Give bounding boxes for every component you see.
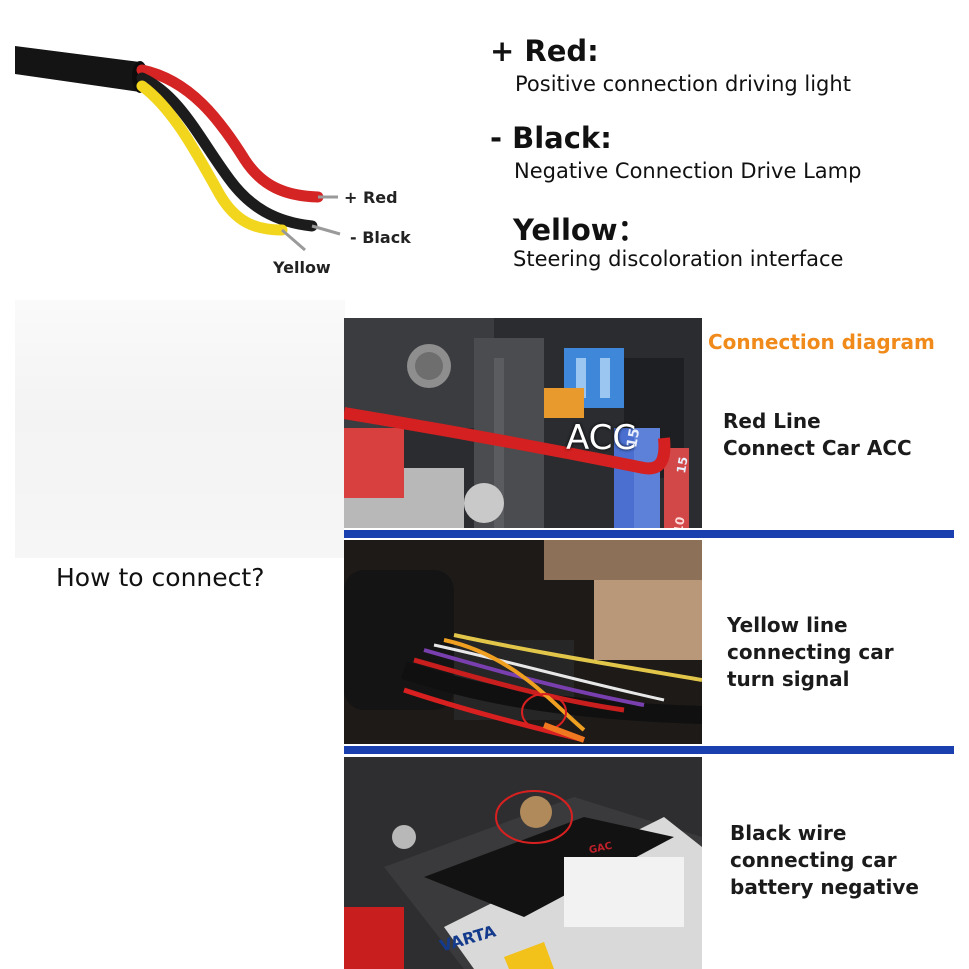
instruction-line: connecting car <box>727 640 894 664</box>
yellow-wire <box>136 80 288 236</box>
yellow-legend-title: Yellow： <box>513 213 647 247</box>
black-wire-instruction: Black wire connecting car battery negati… <box>730 820 919 901</box>
battery-illustration <box>344 757 702 969</box>
black-legend-description: Negative Connection Drive Lamp <box>514 159 862 183</box>
fuse-rating-label: 15 <box>674 455 691 475</box>
yellow-legend-description: Steering discoloration interface <box>513 247 844 271</box>
cable-jacket <box>15 46 140 92</box>
fuse-rating-label: 10 <box>671 515 688 528</box>
panel-divider <box>344 746 954 754</box>
red-wire <box>136 64 324 203</box>
fuse-box-illustration <box>344 318 702 528</box>
turn-signal-illustration <box>344 540 702 744</box>
black-wire-tip <box>311 224 341 236</box>
turn-signal-wiring-photo <box>344 540 702 744</box>
wire-bundle-illustration <box>15 46 341 252</box>
black-wire-label: - Black <box>350 228 411 247</box>
black-legend-title: - Black: <box>490 121 612 155</box>
red-line-instruction: Red Line Connect Car ACC <box>723 408 912 462</box>
instruction-line: Black wire <box>730 821 847 845</box>
highlight-circle <box>521 693 567 731</box>
yellow-line-instruction: Yellow line connecting car turn signal <box>727 612 894 693</box>
instruction-line: turn signal <box>727 667 850 691</box>
instruction-line: connecting car <box>730 848 897 872</box>
black-wire <box>136 72 318 232</box>
yellow-wire-label: Yellow <box>273 258 331 277</box>
yellow-wire-tip <box>281 228 306 252</box>
red-wire-label: + Red <box>344 188 398 207</box>
acc-fuse-box-photo: ACC 15 15 10 <box>344 318 702 528</box>
acc-red-wire <box>344 407 671 475</box>
red-legend-title: + Red: <box>490 34 599 68</box>
acc-label: ACC <box>566 418 637 458</box>
fuse-rating-label: 15 <box>624 427 644 449</box>
instruction-line: Red Line <box>723 409 821 433</box>
diagram-title: Connection diagram <box>708 330 935 354</box>
instruction-line: Yellow line <box>727 613 848 637</box>
highlight-circle <box>495 790 573 844</box>
instruction-line: battery negative <box>730 875 919 899</box>
connection-diagram: ACC 15 15 10 <box>344 318 954 969</box>
battery-photo: VARTA GAC <box>344 757 702 969</box>
panel-divider <box>344 530 954 538</box>
background-strip <box>15 300 345 558</box>
instruction-line: Connect Car ACC <box>723 436 912 460</box>
battery-terminal <box>520 796 552 828</box>
red-legend-description: Positive connection driving light <box>515 72 851 96</box>
how-to-connect-heading: How to connect? <box>56 563 265 592</box>
